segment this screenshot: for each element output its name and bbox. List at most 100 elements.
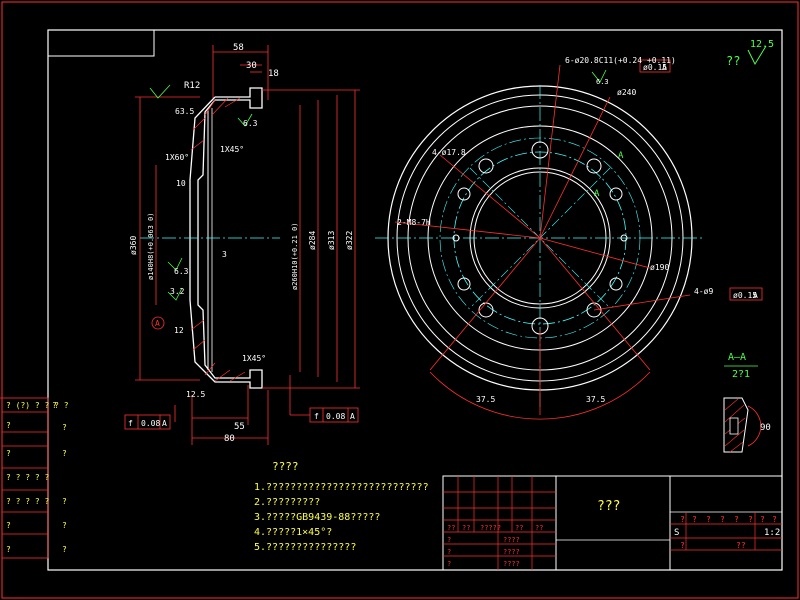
tech-req-2: 2.????????? [254, 497, 320, 508]
side-dimension-lines [135, 45, 360, 445]
dim-12-label: 12 [174, 326, 184, 335]
tb-scale-label: S [674, 528, 679, 538]
tol-frame-right [309, 407, 359, 423]
title-block: ??? ?? ?? ????? ?? ?? ? ???? ? ???? ? ??… [442, 475, 783, 571]
tech-req-5: 5.??????????????? [254, 542, 356, 553]
thread-label: 2-M8-7H [397, 218, 431, 227]
side-section-view: 58 30 18 R12 63.5 6.3 1X60° 1X45° 10 3 6… [124, 43, 360, 445]
dim-375-right: 37.5 [586, 395, 605, 404]
left-row-6: ? [6, 545, 11, 554]
holes6-rough-symbol [591, 69, 607, 83]
left-col2-2: ? [62, 449, 67, 458]
tb-cell-7: ? [447, 548, 451, 556]
side-roughness-symbols [149, 84, 253, 330]
datum-a-label: A [155, 319, 160, 328]
dim-1x45-top-label: 1X45° [220, 145, 244, 154]
roughness-prefix: ?? [726, 54, 740, 68]
tb-cell-9: ? [447, 560, 451, 568]
holes-4-9-tol-ref: A [753, 291, 758, 300]
front-view: 6-ø20.8C11(+0.24 +0.11) 6.3 ø0.15 A ø240… [375, 56, 763, 420]
rough-b-label: 6.3 [174, 267, 189, 276]
holes-4-9-label: 4-ø9 [694, 287, 713, 296]
tb-header-3: ? [720, 515, 725, 524]
tb-cell-5: ? [447, 536, 451, 544]
dim-63-label: 63.5 [175, 107, 194, 116]
tol-right-ref: A [350, 412, 355, 421]
tol-right-value: 0.08 [326, 412, 345, 421]
tb-cell-6: ???? [503, 536, 520, 544]
tb-sheet-label: ? [680, 541, 685, 550]
tb-header-6: ? [760, 515, 765, 524]
section-mark-a-mid: A [594, 189, 600, 199]
left-col2-1: ? [62, 423, 67, 432]
left-row-5: ? [6, 521, 11, 530]
tech-req-3: 3.?????GB9439-88????? [254, 512, 380, 523]
tb-cell-0: ?? [447, 524, 455, 532]
tb-cell-4: ?? [535, 524, 543, 532]
section-aa-profile [723, 397, 749, 453]
tech-req-4: 4.?????1×45°? [254, 527, 332, 538]
drum-profile [189, 87, 263, 389]
left-col2-6: ? [62, 545, 67, 554]
tb-scale-value: 1:2 [764, 528, 780, 538]
tb-header-1: ? [692, 515, 697, 524]
tol-left-ref: A [162, 419, 167, 428]
section-hatch [190, 97, 246, 382]
dim-58-label: 58 [233, 43, 244, 53]
dia-140-label: ø140H8(+0.063 0) [147, 213, 155, 280]
title-block-name: ??? [597, 499, 620, 514]
section-aa-hole [729, 417, 739, 435]
left-col2-5: ? [62, 521, 67, 530]
tb-header-0: ? [680, 515, 685, 524]
tb-cell-2: ????? [480, 524, 501, 532]
general-roughness-symbol [747, 45, 767, 66]
dia-322-label: ø322 [345, 231, 354, 250]
front-leaders [394, 59, 763, 420]
section-aa-angle: 90 [760, 423, 771, 433]
dim-55-label: 55 [234, 422, 245, 432]
side-tolerance-frames [124, 407, 359, 430]
left-row-3: ? ? ? ? ? [6, 473, 50, 482]
tol-right-sym: f [314, 412, 319, 421]
tol-left-value: 0.08 [141, 419, 160, 428]
holes-4-9-tol: ø0.15 [733, 291, 757, 300]
tb-cell-10: ???? [503, 560, 520, 568]
left-row-0: ? (?) ? ? ? ? [6, 401, 69, 410]
dim-80-label: 80 [224, 434, 235, 444]
dia-360-label: ø360 [129, 236, 138, 255]
holes-6-tol: ø0.15 [643, 63, 667, 72]
tb-header-4: ? [734, 515, 739, 524]
tb-header-2: ? [706, 515, 711, 524]
holes-6-rough: 6.3 [596, 78, 609, 86]
tb-bottom-mid: ?? [736, 541, 746, 550]
dim-3-label: 3 [222, 250, 227, 259]
tb-header-7: ? [772, 515, 777, 524]
left-row-4: ? ? ? ? ? [6, 497, 50, 506]
holes-6-label: 6-ø20.8C11(+0.24 +0.11) [565, 56, 676, 65]
section-aa-view: A—A 2?1 90 [723, 352, 771, 453]
section-mark-a-top: A [618, 151, 624, 161]
holes-6-tol-ref: A [662, 63, 667, 72]
tech-req-heading: ???? [272, 460, 299, 473]
dim-375-left: 37.5 [476, 395, 495, 404]
left-col2-0: ? [52, 401, 57, 410]
dim-18-label: 18 [268, 69, 279, 79]
dim-125-label: 12.5 [186, 390, 205, 399]
tb-header-5: ? [748, 515, 753, 524]
top-left-box [47, 29, 155, 57]
dia-260-label: ø260H10(+0.21 0) [291, 223, 299, 290]
section-aa-scale: 2?1 [732, 369, 750, 380]
tb-cell-3: ?? [515, 524, 523, 532]
left-col2-4: ? [62, 497, 67, 506]
dia-313-label: ø313 [327, 231, 336, 250]
tb-cell-1: ?? [462, 524, 470, 532]
dim-r12-label: R12 [184, 81, 200, 91]
left-revision-table: ? (?) ? ? ? ? ? ? ? ? ? ? ? ? ? ? ? ? ? … [0, 397, 69, 559]
left-row-1: ? [6, 421, 11, 430]
roughness-value: 12.5 [750, 39, 774, 50]
dim-1x45-bot-label: 1X45° [242, 354, 266, 363]
section-aa-title: A—A [728, 352, 746, 363]
